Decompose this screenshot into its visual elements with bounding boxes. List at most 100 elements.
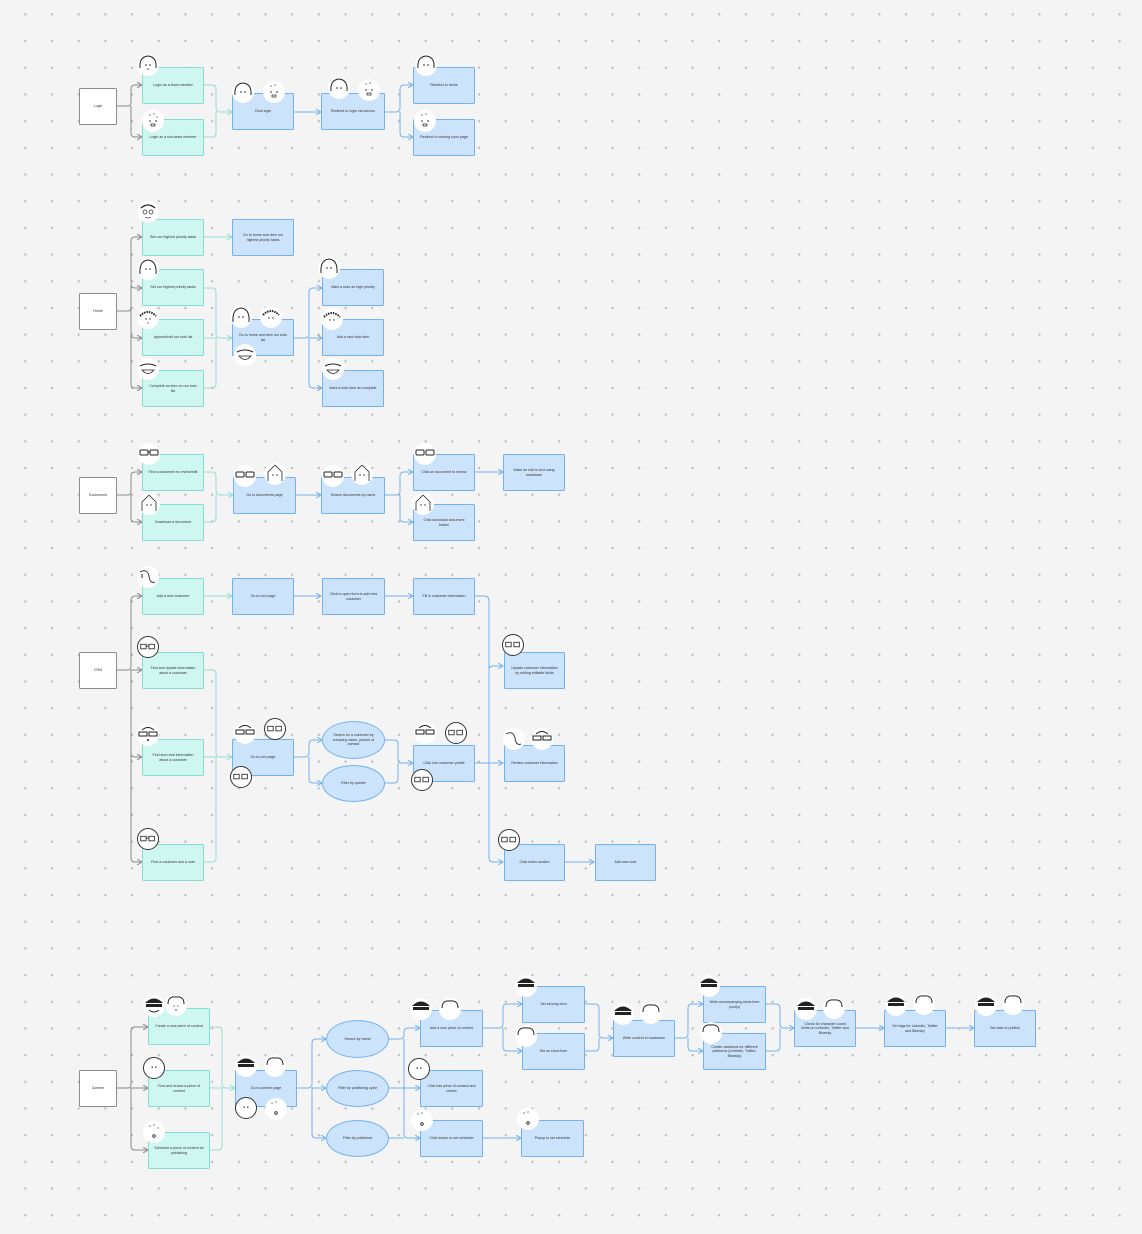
step-update-customer[interactable]: Update customer information by editing e… [504, 652, 565, 689]
user-goal-see-priority[interactable]: See our highest priority tasks [142, 219, 204, 256]
persona-avatar-icon [415, 54, 437, 76]
section-documents[interactable]: Documents [79, 477, 117, 514]
persona-avatar-icon [234, 465, 256, 487]
persona-avatar-icon [235, 1097, 257, 1119]
persona-avatar-icon [142, 110, 164, 132]
persona-avatar-icon [165, 994, 187, 1016]
user-goal-set-priority[interactable]: Set our highest priority tasks [142, 269, 204, 306]
persona-avatar-icon [138, 493, 160, 515]
persona-avatar-icon [234, 344, 256, 366]
persona-avatar-icon [414, 722, 436, 744]
step-filter-quarter[interactable]: Filter by quarter [322, 765, 385, 802]
persona-avatar-icon [143, 1057, 165, 1079]
persona-avatar-icon [143, 995, 165, 1017]
persona-avatar-icon [235, 1055, 257, 1077]
step-filter-published[interactable]: Filter by published [326, 1120, 389, 1157]
step-view-priority[interactable]: Go to home and view our highest priority… [232, 219, 294, 256]
step-go-documents[interactable]: Go to documents page [233, 477, 296, 514]
persona-avatar-icon [230, 766, 252, 788]
persona-avatar-icon [975, 994, 997, 1016]
persona-avatar-icon [515, 1025, 537, 1047]
persona-avatar-icon [531, 728, 553, 750]
persona-avatar-icon [137, 307, 159, 329]
step-redirect-home[interactable]: Redirect to home [413, 67, 475, 104]
persona-avatar-icon [137, 566, 159, 588]
persona-avatar-icon [640, 1002, 662, 1024]
persona-avatar-icon [351, 463, 373, 485]
step-fill-customer-info[interactable]: Fill in customer information [413, 578, 475, 615]
persona-avatar-icon [885, 994, 907, 1016]
persona-avatar-icon [230, 306, 252, 328]
persona-avatar-icon [264, 463, 286, 485]
step-notes-section[interactable]: Click notes section [504, 844, 565, 881]
persona-avatar-icon [498, 829, 520, 851]
user-goal-update-customer[interactable]: Find and update information about a cust… [142, 652, 204, 689]
persona-avatar-icon [1002, 993, 1024, 1015]
persona-avatar-icon [358, 79, 380, 101]
step-add-note[interactable]: Add new note [595, 844, 656, 881]
persona-avatar-icon [795, 998, 817, 1020]
persona-avatar-icon [234, 722, 256, 744]
persona-avatar-icon [321, 308, 343, 330]
persona-avatar-icon [137, 54, 159, 76]
persona-avatar-icon [322, 465, 344, 487]
persona-avatar-icon [503, 728, 525, 750]
persona-avatar-icon [445, 722, 467, 744]
step-filter-cycle[interactable]: Filter by publishing cycle [326, 1070, 389, 1107]
persona-avatar-icon [137, 828, 159, 850]
step-search-documents[interactable]: Search documents by name [321, 477, 385, 514]
persona-avatar-icon [411, 769, 433, 791]
persona-avatar-icon [700, 1022, 722, 1044]
persona-avatar-icon [264, 1055, 286, 1077]
persona-avatar-icon [264, 718, 286, 740]
step-set-tags[interactable]: Set tags for LinkedIn, Twitter and Blues… [884, 1010, 946, 1047]
section-login[interactable]: Login [79, 88, 117, 125]
persona-avatar-icon [913, 993, 935, 1015]
persona-avatar-icon [137, 636, 159, 658]
persona-avatar-icon [823, 997, 845, 1019]
step-open-customer-form[interactable]: Click to open form to add new customer [322, 578, 385, 615]
persona-avatar-icon [612, 1003, 634, 1025]
persona-avatar-icon [515, 975, 537, 997]
persona-avatar-icon [260, 306, 282, 328]
user-goal-customer-note[interactable]: Find a customer and a note [142, 844, 204, 881]
persona-avatar-icon [232, 81, 254, 103]
persona-avatar-icon [137, 201, 159, 223]
step-write-markdown[interactable]: Write content in markdown [613, 1020, 675, 1057]
user-goal-review-content[interactable]: Find and review a piece of content [148, 1070, 210, 1107]
step-click-document[interactable]: Click on document to review [413, 454, 475, 491]
persona-avatar-icon [698, 975, 720, 997]
persona-avatar-icon [138, 443, 160, 465]
persona-avatar-icon [318, 257, 340, 279]
persona-avatar-icon [137, 258, 159, 280]
step-set-date[interactable]: Set date to publish [974, 1010, 1036, 1047]
persona-avatar-icon [414, 110, 436, 132]
step-go-crm-add[interactable]: Go to crm page [232, 578, 294, 615]
persona-avatar-icon [143, 1121, 165, 1143]
user-goal-download-document[interactable]: Download a document [142, 504, 204, 541]
section-home[interactable]: Home [79, 293, 117, 330]
persona-avatar-icon [517, 1108, 539, 1130]
persona-avatar-icon [263, 81, 285, 103]
section-crm[interactable]: CRM [79, 652, 117, 689]
step-search-name[interactable]: Search by name [326, 1020, 389, 1058]
user-goal-edit-todo[interactable]: Append/edit our todo list [142, 319, 204, 356]
step-review-content[interactable]: Click into piece of content and review [420, 1070, 483, 1107]
step-review-customer[interactable]: Review customer information [504, 745, 565, 782]
persona-avatar-icon [411, 1109, 433, 1131]
persona-avatar-icon [408, 1058, 430, 1080]
step-redirect-coming-soon[interactable]: Redirect to coming soon page [413, 119, 475, 156]
step-edit-markdown[interactable]: Make an edit to text using markdown [503, 454, 565, 491]
user-goal-read-customer[interactable]: Find and read information about a custom… [142, 739, 204, 776]
section-content[interactable]: Content [79, 1070, 117, 1107]
persona-avatar-icon [439, 998, 461, 1020]
persona-avatar-icon [412, 493, 434, 515]
persona-avatar-icon [502, 634, 524, 656]
persona-avatar-icon [137, 358, 159, 380]
persona-avatar-icon [328, 77, 350, 99]
persona-avatar-icon [410, 998, 432, 1020]
persona-avatar-icon [265, 1098, 287, 1120]
step-search-customer[interactable]: Search for a customer by company name, p… [322, 721, 385, 759]
persona-avatar-icon [137, 724, 159, 746]
